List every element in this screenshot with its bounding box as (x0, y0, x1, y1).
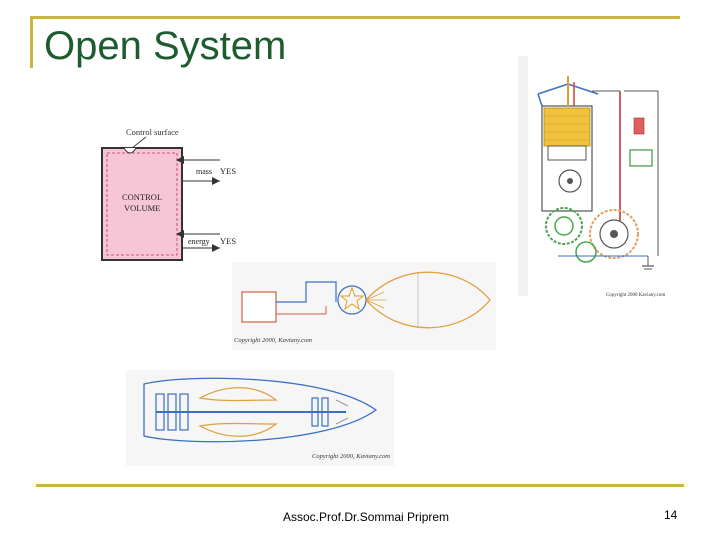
control-volume-label-1: CONTROL (122, 192, 162, 202)
right-gear (589, 209, 639, 259)
control-surface-label: Control surface (126, 127, 179, 137)
footer-author: Assoc.Prof.Dr.Sommai Priprem (283, 510, 450, 524)
mass-label: mass (196, 167, 212, 176)
footer-divider (36, 484, 684, 487)
control-volume-box (101, 147, 183, 261)
flame-envelope (365, 271, 491, 329)
control-volume-diagram: Control surface CONTROL VOLUME mass YES … (101, 127, 236, 261)
engine-copyright: Copyright 2000 Kaviany.com (606, 293, 665, 298)
burner-diagram: Copyright 2000, Kaviany.com (232, 262, 496, 350)
burner-copyright: Copyright 2000, Kaviany.com (234, 337, 312, 344)
mass-answer: YES (220, 166, 236, 176)
turbojet-diagram: Copyright 2000, Kaviany.com (126, 370, 394, 466)
control-volume-label-2: VOLUME (124, 203, 160, 213)
turbojet-copyright: Copyright 2000, Kaviany.com (312, 453, 390, 460)
engine-diagram: Copyright 2000 Kaviany.com (518, 56, 665, 298)
fuel-tank (241, 291, 277, 323)
energy-answer: YES (220, 236, 236, 246)
left-gear (545, 207, 583, 245)
slide-title: Open System (44, 24, 287, 68)
control-surface-boundary (106, 152, 178, 256)
title-frame-left (30, 16, 33, 68)
piston-chamber (543, 107, 591, 147)
title-frame-top (30, 16, 680, 19)
engine-casing (143, 377, 378, 443)
page-number: 14 (664, 508, 678, 522)
energy-label: energy (188, 237, 210, 246)
